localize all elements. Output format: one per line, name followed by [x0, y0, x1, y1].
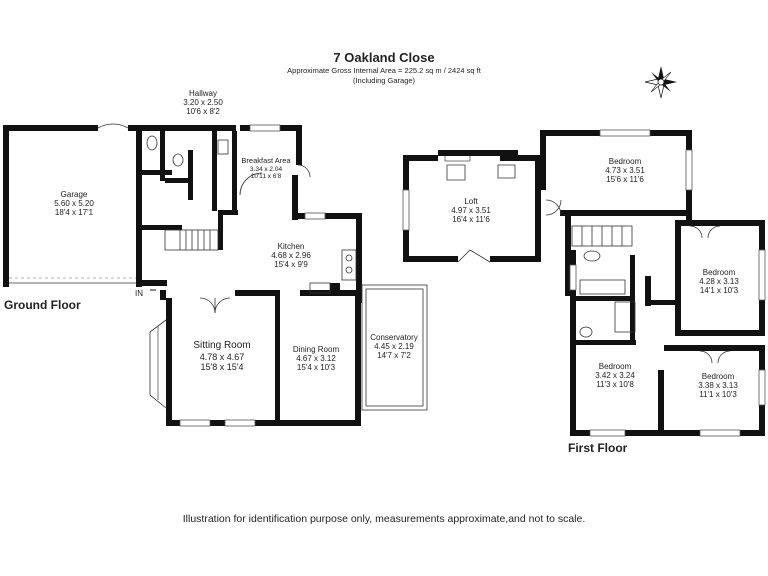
room-bedroom-4: Bedroom 3.38 x 3.13 11'1 x 10'3 — [698, 372, 738, 400]
room-metric: 3.34 x 2.04 — [249, 165, 283, 173]
room-imperial: 15'6 x 11'6 — [606, 175, 644, 185]
room-metric: 4.73 x 3.51 — [605, 166, 645, 176]
room-imperial: 16'4 x 11'6 — [452, 215, 490, 225]
room-sitting-room: Sitting Room 4.78 x 4.67 15'8 x 15'4 — [193, 340, 250, 372]
room-conservatory: Conservatory 4.45 x 2.19 14'7 x 7'2 — [370, 333, 418, 361]
disclaimer-text: Illustration for identification purpose … — [182, 513, 586, 525]
room-metric: 4.28 x 3.13 — [699, 277, 739, 287]
room-name: Bedroom — [608, 157, 642, 166]
room-imperial: 14'1 x 10'3 — [699, 286, 739, 296]
room-name: Bedroom — [702, 268, 736, 277]
room-name: Garage — [60, 190, 88, 199]
area-summary: Approximate Gross Internal Area = 225.2 … — [0, 66, 768, 86]
room-imperial: 15'4 x 9'9 — [274, 260, 308, 270]
room-name: Breakfast Area — [241, 156, 291, 165]
room-metric: 3.20 x 2.50 — [183, 98, 223, 108]
room-name: Hallway — [188, 89, 217, 98]
first-floor-label: First Floor — [568, 441, 628, 455]
room-metric: 5.60 x 5.20 — [54, 199, 94, 209]
room-metric: 4.78 x 4.67 — [199, 351, 245, 362]
room-kitchen: Kitchen 4.68 x 2.96 15'4 x 9'9 — [271, 242, 311, 270]
entrance-label: IN — [135, 289, 143, 298]
room-imperial: 10'6 x 8'2 — [186, 107, 220, 117]
page-title: 7 Oakland Close — [333, 50, 435, 65]
room-name: Bedroom — [701, 372, 735, 381]
compass-rose-icon — [644, 66, 677, 99]
room-imperial: 18'4 x 17'1 — [54, 208, 94, 218]
room-metric: 4.97 x 3.51 — [451, 206, 491, 216]
room-name: Loft — [464, 197, 478, 206]
gross-area-text: Approximate Gross Internal Area = 225.2 … — [287, 66, 481, 75]
room-metric: 3.42 x 3.24 — [595, 371, 635, 381]
room-metric: 3.38 x 3.13 — [698, 381, 738, 391]
ground-floor-label: Ground Floor — [4, 298, 81, 312]
room-dining-room: Dining Room 4.67 x 3.12 15'4 x 10'3 — [293, 345, 339, 373]
room-name: Dining Room — [292, 345, 340, 354]
room-metric: 4.68 x 2.96 — [271, 251, 311, 261]
room-metric: 4.67 x 3.12 — [296, 354, 336, 364]
room-bedroom-1: Bedroom 4.73 x 3.51 15'6 x 11'6 — [605, 157, 645, 185]
room-loft: Loft 4.97 x 3.51 16'4 x 11'6 — [451, 197, 491, 225]
room-name: Bedroom — [598, 362, 632, 371]
first-floor-walls — [402, 129, 766, 437]
room-name: Kitchen — [277, 242, 305, 251]
room-hallway: Hallway 3.20 x 2.50 10'6 x 8'2 — [183, 89, 223, 117]
room-bedroom-2: Bedroom 4.28 x 3.13 14'1 x 10'3 — [699, 268, 739, 296]
room-imperial: 11'1 x 10'3 — [699, 390, 737, 400]
room-metric: 4.45 x 2.19 — [374, 342, 414, 352]
room-name: Conservatory — [370, 333, 418, 342]
room-name: Sitting Room — [193, 340, 251, 351]
room-imperial: 10'11 x 6'8 — [250, 173, 282, 181]
room-garage: Garage 5.60 x 5.20 18'4 x 17'1 — [54, 190, 94, 218]
room-imperial: 11'3 x 10'8 — [596, 380, 634, 390]
room-breakfast-area: Breakfast Area 3.34 x 2.04 10'11 x 6'8 — [241, 156, 291, 181]
ground-floor-walls — [3, 123, 428, 427]
room-imperial: 15'4 x 10'3 — [296, 363, 336, 373]
garage-note-text: (Including Garage) — [352, 76, 416, 85]
room-imperial: 14'7 x 7'2 — [377, 351, 411, 361]
room-bedroom-3: Bedroom 3.42 x 3.24 11'3 x 10'8 — [595, 362, 635, 390]
room-imperial: 15'8 x 15'4 — [200, 361, 244, 372]
